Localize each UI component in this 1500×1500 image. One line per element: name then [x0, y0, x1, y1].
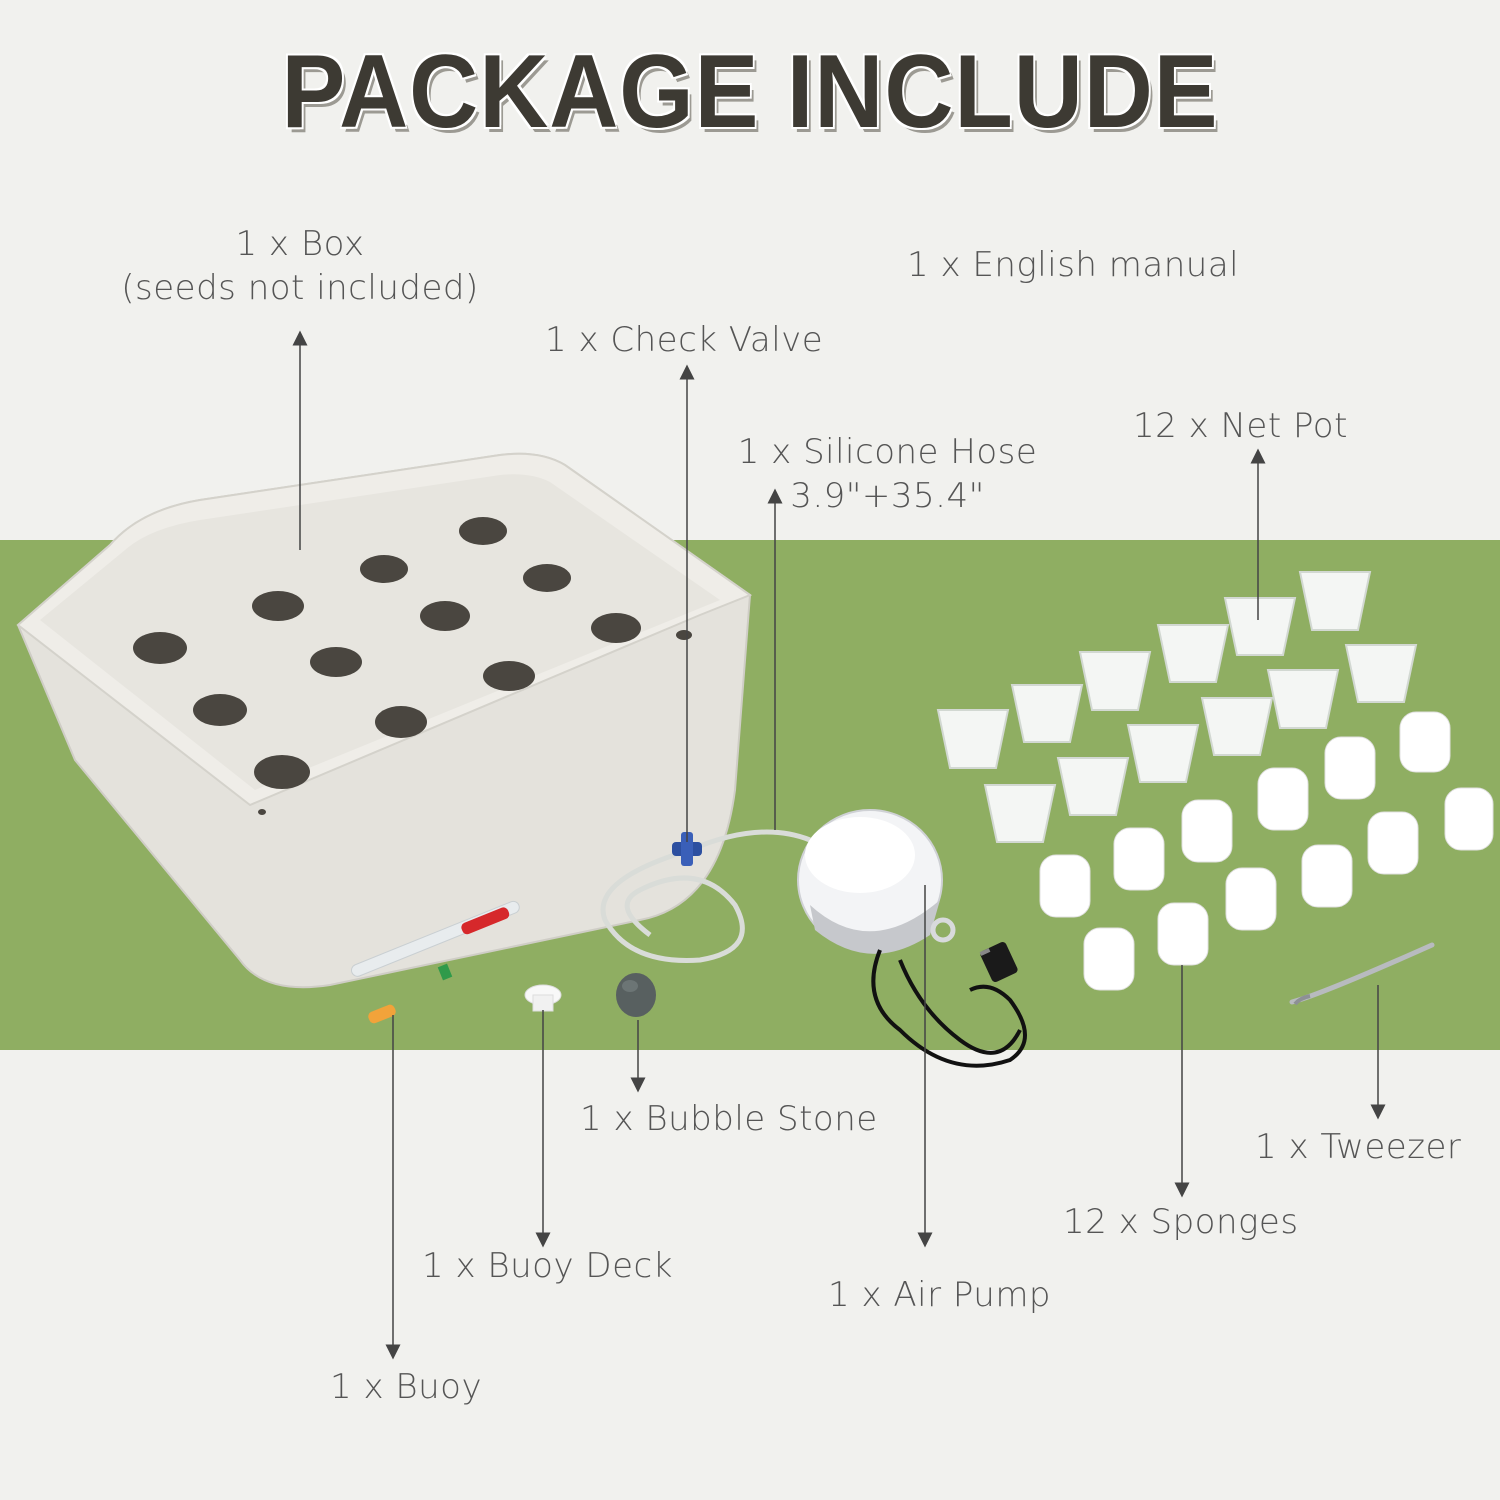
box-label-line1: 1 x Box	[235, 224, 365, 264]
hose-label-line1: 1 x Silicone Hose	[737, 432, 1038, 472]
box-holes	[133, 517, 692, 815]
buoy-deck-illustration	[524, 984, 562, 1012]
pointer-lines	[292, 330, 1386, 1360]
buoy-deck-label: 1 x Buoy Deck	[422, 1246, 673, 1286]
sponges-label: 12 x Sponges	[1063, 1202, 1299, 1242]
net-pot-label: 12 x Net Pot	[1133, 406, 1348, 446]
bubble-stone-label: 1 x Bubble Stone	[580, 1099, 878, 1139]
manual-label: 1 x English manual	[907, 245, 1240, 285]
air-pump-illustration	[797, 809, 1027, 1068]
tweezer-label: 1 x Tweezer	[1255, 1127, 1462, 1167]
tweezer-illustration	[1289, 942, 1435, 1006]
box-illustration	[16, 452, 753, 989]
box-label: 1 x Box (seeds not included)	[95, 222, 505, 310]
check-valve-illustration	[672, 832, 702, 866]
buoy-illustration	[351, 900, 520, 1024]
sponges-illustration	[1039, 711, 1494, 991]
bubble-stone-illustration	[616, 973, 656, 1017]
air-pump-label: 1 x Air Pump	[828, 1275, 1052, 1315]
page-title: PACKAGE INCLUDE	[281, 34, 1219, 150]
net-pots-illustration	[936, 571, 1418, 843]
buoy-label: 1 x Buoy	[330, 1367, 483, 1407]
hose-illustration	[600, 829, 811, 963]
hose-label-line2: 3.9"+35.4"	[790, 476, 985, 517]
hose-label: 1 x Silicone Hose 3.9"+35.4"	[715, 430, 1060, 518]
check-valve-label: 1 x Check Valve	[545, 320, 824, 360]
box-label-line2: (seeds not included)	[121, 268, 479, 309]
